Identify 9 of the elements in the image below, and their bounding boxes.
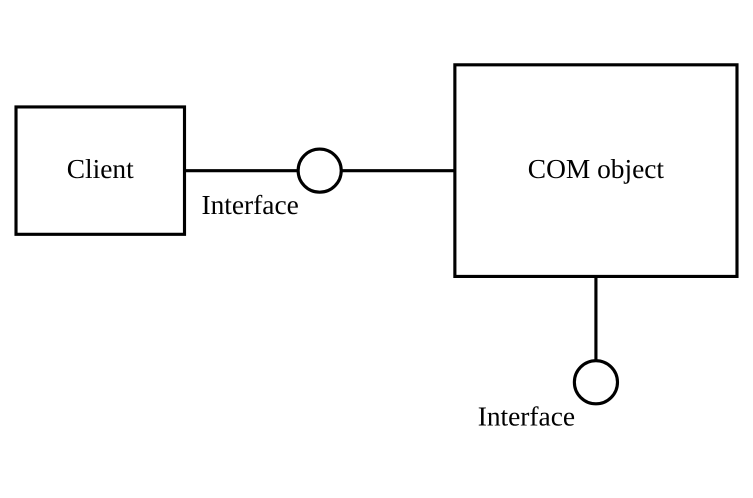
node-circle: [572, 359, 620, 406]
connector: [594, 277, 598, 360]
node-circle: [296, 148, 343, 194]
node-box: Client: [14, 105, 186, 236]
node-label: Interface: [478, 402, 576, 432]
node-label: Interface: [201, 190, 299, 220]
connector: [184, 169, 298, 172]
node-box: COM object: [453, 63, 739, 278]
connector: [342, 169, 454, 172]
